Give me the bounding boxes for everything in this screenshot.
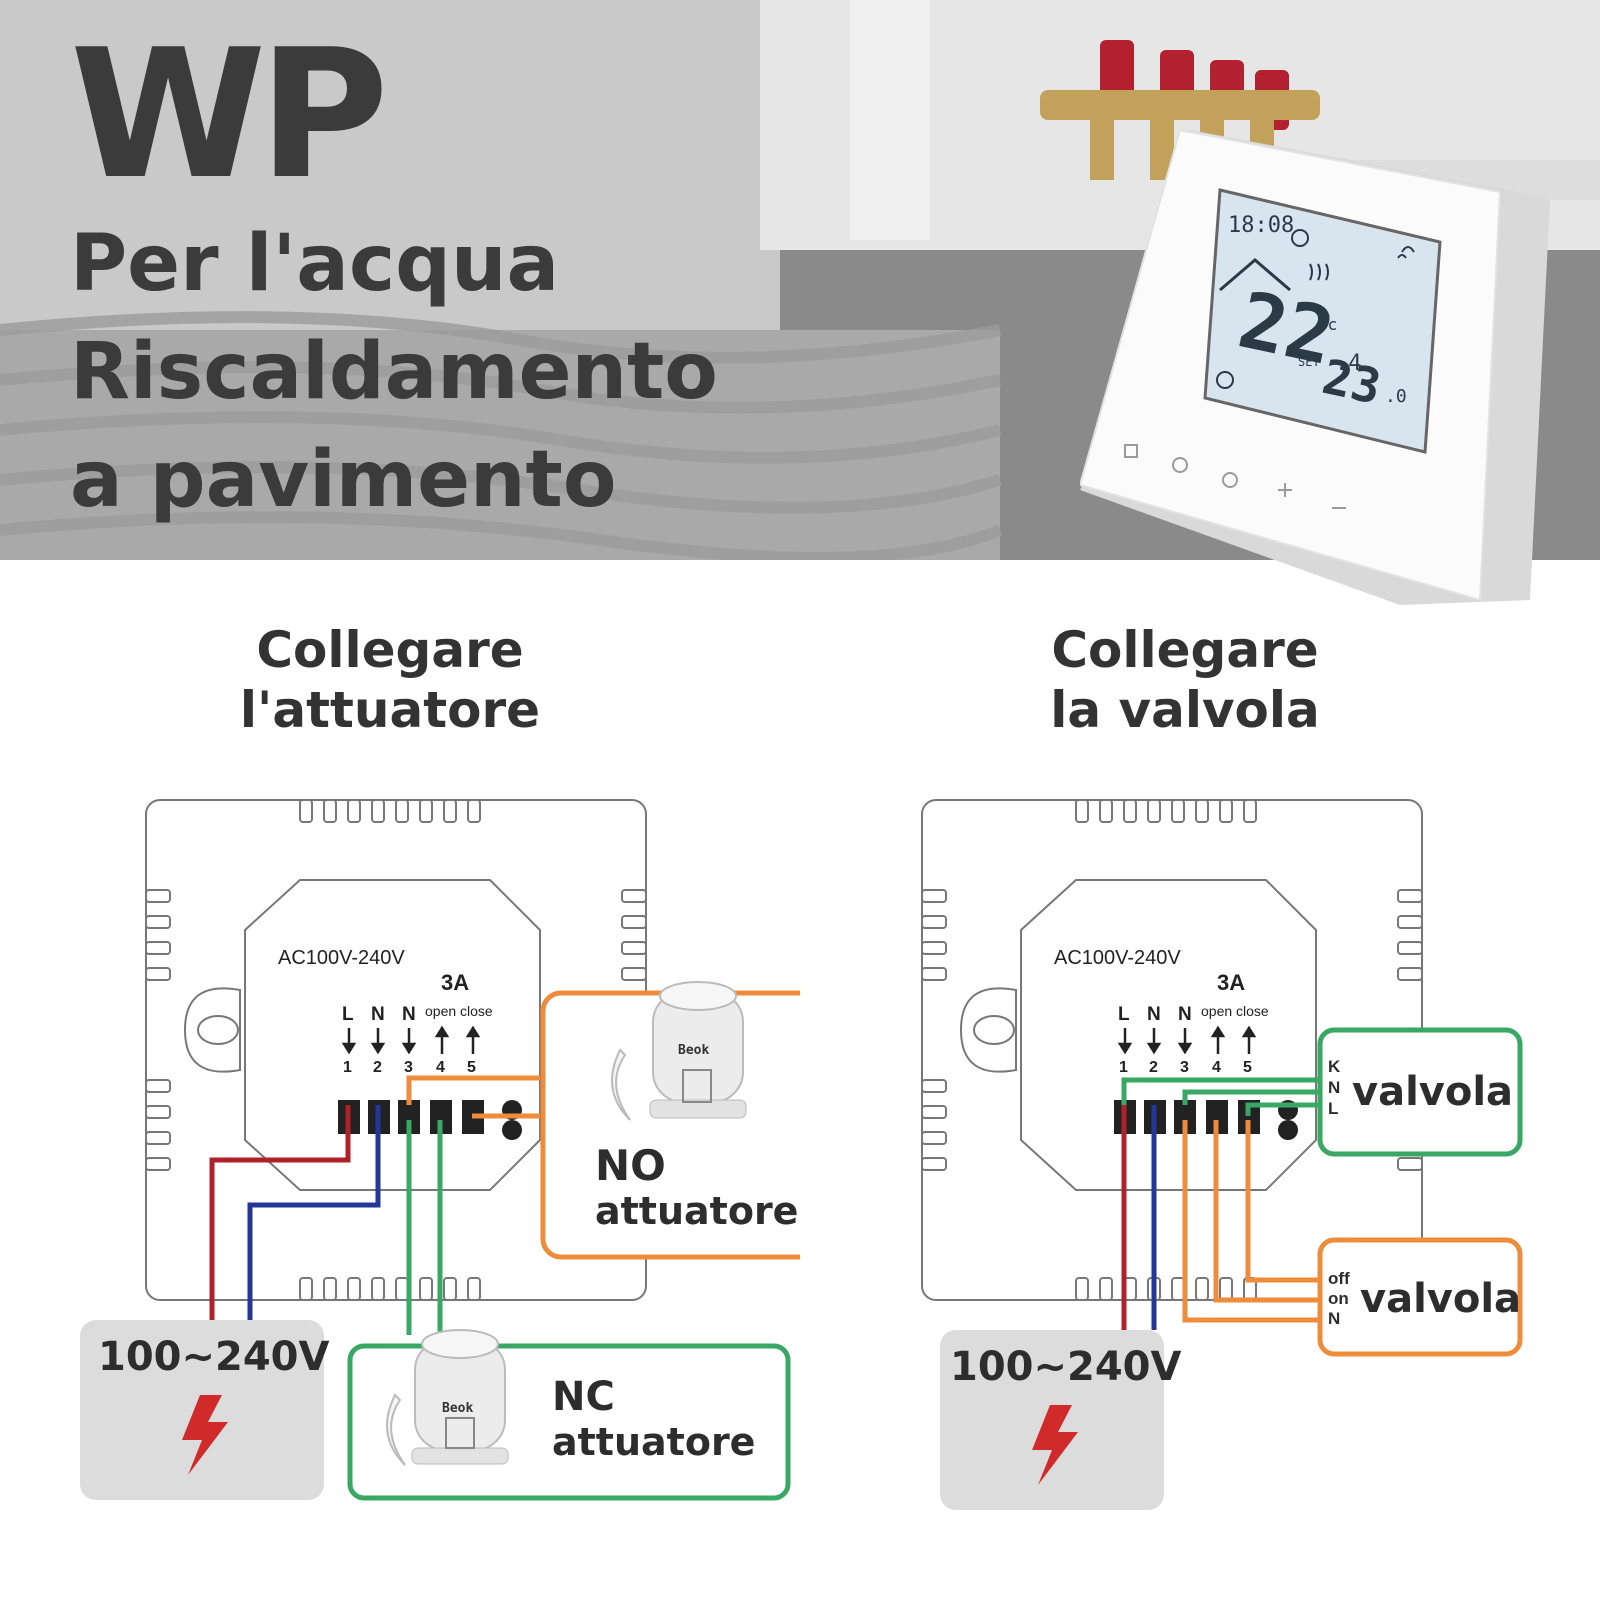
left-terminal-num-5: 5 [467, 1059, 476, 1076]
left-title-line-1: Collegare [256, 621, 524, 679]
right-title: Collegare la valvola [955, 620, 1415, 740]
hero-subtitle-line-1: Per l'acqua [70, 219, 560, 309]
right-terminal-num-2: 2 [1149, 1059, 1158, 1076]
clock-button-icon[interactable] [1172, 457, 1188, 473]
right-terminal-letter-N1: N [1147, 1004, 1161, 1025]
lcd-time: 18:08 [1228, 213, 1294, 238]
valve2-letter-N: N [1328, 1309, 1340, 1328]
right-title-line-2: la valvola [1050, 681, 1320, 739]
left-terminal-num-3: 3 [404, 1059, 413, 1076]
valve1-letter-K: K [1328, 1057, 1341, 1076]
right-orange-wire-2 [1213, 1120, 1318, 1303]
left-wiring-diagram: AC100V-240V 3A open close L N N 1 2 3 4 … [80, 799, 800, 1501]
right-terminal-letter-N2: N [1178, 1004, 1192, 1025]
left-orange-wire-1 [406, 1075, 540, 1105]
thermometer-icon [1291, 229, 1309, 247]
valve1-letter-N: N [1328, 1078, 1340, 1097]
lcd-unit: °c [1318, 315, 1337, 334]
right-current-label: 3A [1217, 970, 1245, 995]
heating-icon [1309, 263, 1329, 281]
nc-box-line-1: NC [552, 1374, 615, 1420]
valve-box-1 [1317, 1027, 1523, 1157]
right-terminal-num-3: 3 [1180, 1059, 1189, 1076]
valve1-label: valvola [1352, 1069, 1513, 1115]
right-orange-wire-1 [1182, 1120, 1318, 1323]
right-terminal-block [1114, 1100, 1298, 1140]
right-supply-label: AC100V-240V [1054, 947, 1181, 969]
no-actuator-image: Beok [611, 981, 747, 1121]
left-terminal-letter-L: L [342, 1004, 354, 1025]
left-terminal-num-4: 4 [436, 1059, 445, 1076]
lcd-room-temp: 22 [1231, 276, 1342, 384]
power-button-icon[interactable] [1222, 472, 1238, 488]
nc-box-line-2: attuatore [552, 1420, 755, 1464]
nc-actuator-image: Beok [386, 1329, 509, 1466]
right-title-line-1: Collegare [1051, 621, 1319, 679]
wiring-diagrams: Collegare l'attuatore Collegare la valvo… [0, 560, 1600, 1600]
valve2-label: valvola [1360, 1276, 1521, 1322]
right-terminal-arrows [1117, 1025, 1257, 1055]
lcd-room-temp-decimal: .4 [1335, 351, 1362, 376]
left-lightning-icon [182, 1395, 228, 1475]
left-red-wire [209, 1105, 351, 1320]
left-terminal-num-1: 1 [343, 1059, 352, 1076]
left-blue-wire [247, 1105, 381, 1320]
right-green-wire-3 [1245, 1102, 1318, 1116]
right-terminal-num-1: 1 [1119, 1059, 1128, 1076]
left-module-body [244, 879, 541, 1191]
left-power-label: 100~240V [98, 1334, 330, 1380]
valve1-letter-L: L [1328, 1099, 1338, 1118]
right-green-wire-1 [1121, 1077, 1318, 1105]
left-current-label: 3A [441, 970, 469, 995]
right-wiring-diagram: AC100V-240V 3A open close L N N 1 2 3 4 … [921, 799, 1523, 1510]
left-plate-slots [145, 799, 647, 1301]
nc-actuator-brand: Beok [442, 1401, 473, 1416]
hero-title-block: WP Per l'acqua Riscaldamento a pavimento [70, 20, 718, 534]
left-title-line-2: l'attuatore [239, 681, 541, 739]
lcd-set-temp-decimal: .0 [1385, 386, 1407, 407]
plus-button-icon[interactable] [1278, 483, 1292, 497]
right-green-wire-2 [1182, 1089, 1318, 1105]
hero-title: WP [70, 11, 389, 218]
wifi-icon [1397, 246, 1415, 259]
menu-button-icon[interactable] [1124, 444, 1138, 458]
right-power-label: 100~240V [950, 1344, 1182, 1390]
left-terminal-letter-N1: N [371, 1004, 385, 1025]
no-box-line-2: attuatore [595, 1189, 798, 1233]
no-box-line-1: NO [595, 1141, 666, 1190]
valve2-letter-off: off [1328, 1269, 1350, 1288]
no-actuator-brand: Beok [678, 1043, 709, 1058]
lcd-set-temp: 23 [1318, 349, 1386, 416]
right-terminal-letter-L: L [1118, 1004, 1130, 1025]
right-terminal-num-4: 4 [1212, 1059, 1221, 1076]
house-icon [1219, 258, 1291, 292]
valve2-letter-on: on [1328, 1289, 1349, 1308]
left-terminal-letter-N2: N [402, 1004, 416, 1025]
lcd-set-label: SET [1298, 355, 1320, 369]
left-terminal-num-2: 2 [373, 1059, 382, 1076]
right-module-body [1020, 879, 1317, 1191]
left-supply-label: AC100V-240V [278, 947, 405, 969]
schedule-icon [1216, 371, 1234, 389]
left-terminal-block [338, 1100, 522, 1140]
right-open-close-label: open close [1201, 1003, 1269, 1019]
left-title: Collegare l'attuatore [160, 620, 620, 740]
hero-subtitle-line-2: Riscaldamento [70, 327, 718, 417]
valve-box-2 [1317, 1237, 1523, 1357]
right-terminal-num-5: 5 [1243, 1059, 1252, 1076]
left-open-close-label: open close [425, 1003, 493, 1019]
thermostat-device: 18:08 22 .4 °c SET 23 .0 [1080, 130, 1550, 605]
left-terminal-arrows [341, 1025, 481, 1055]
hero-subtitle-line-3: a pavimento [70, 435, 617, 525]
thermostat-lcd [1203, 188, 1442, 454]
right-orange-wire-3 [1245, 1120, 1318, 1283]
right-lightning-icon [1032, 1405, 1078, 1485]
